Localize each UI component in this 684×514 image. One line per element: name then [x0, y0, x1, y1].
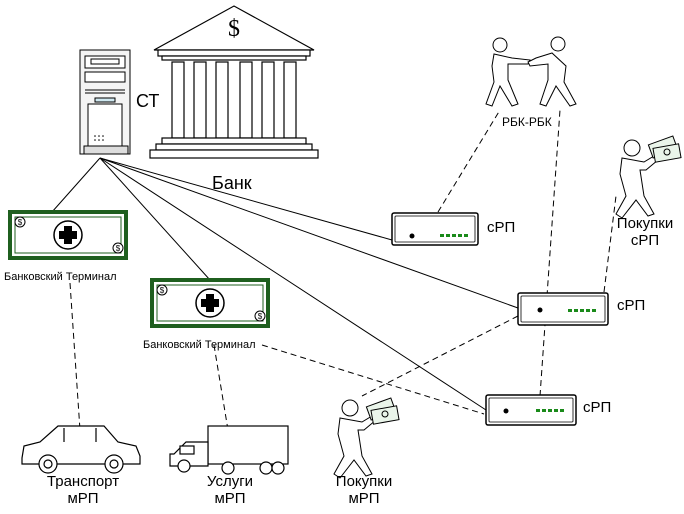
truck-icon: [169, 425, 289, 475]
shopper-with-money-icon: [615, 135, 682, 219]
link-server-srp1: [99, 157, 393, 241]
link-srp3-rbk: [539, 109, 561, 397]
link-srp1-rbk: [437, 109, 501, 213]
srp-label-3: сРП: [583, 399, 612, 416]
server-label: СТ: [136, 91, 160, 111]
link-server-terminal1: [51, 157, 101, 213]
payment-device-icon: [517, 292, 609, 326]
link-srp2-shopper: [361, 315, 519, 397]
payment-device-icon: [391, 212, 479, 246]
srp-label-2: сРП: [617, 297, 646, 314]
link-server-srp2: [99, 157, 519, 309]
srp-label-1: сРП: [487, 219, 516, 236]
banknote-bundle-icon: [647, 135, 682, 163]
server-connections: [51, 157, 519, 411]
svg-text:$: $: [116, 244, 121, 253]
dollar-sign: $: [228, 16, 240, 42]
link-server-srp3: [99, 157, 487, 411]
purchases-srp-label: Покупки сРП: [616, 215, 674, 249]
terminal-label-1: Банковский Терминал: [4, 271, 117, 283]
rbk-label: РБК-РБК: [502, 115, 552, 129]
transport-label: Транспорт мРП: [46, 473, 120, 507]
link-terminal2-srp3: [261, 344, 485, 415]
link-srp2-purchases: [603, 195, 617, 293]
car-icon: [21, 425, 141, 474]
banknote-terminal-icon: $ $: [150, 278, 270, 328]
shopper-with-money-icon: [333, 397, 400, 479]
link-terminal1-car: [69, 282, 81, 431]
link-terminal2-truck: [213, 344, 229, 431]
svg-text:$: $: [258, 312, 263, 321]
purchases-mrp-label: Покупки мРП: [335, 473, 393, 507]
dashed-connections: [69, 109, 617, 431]
link-server-terminal2: [99, 157, 211, 281]
server-tower-icon: [79, 49, 131, 155]
banknote-terminal-icon: $ $: [8, 210, 128, 260]
services-label: Услуги мРП: [206, 473, 254, 507]
payment-device-icon: [485, 394, 577, 426]
banknote-bundle-icon: [365, 397, 400, 425]
bank-label: Банк: [212, 173, 252, 193]
svg-text:$: $: [160, 286, 165, 295]
svg-text:$: $: [18, 218, 23, 227]
bank-building-icon: $: [149, 5, 319, 159]
handshake-icon: [485, 36, 577, 107]
terminal-label-2: Банковский Терминал: [143, 339, 256, 351]
